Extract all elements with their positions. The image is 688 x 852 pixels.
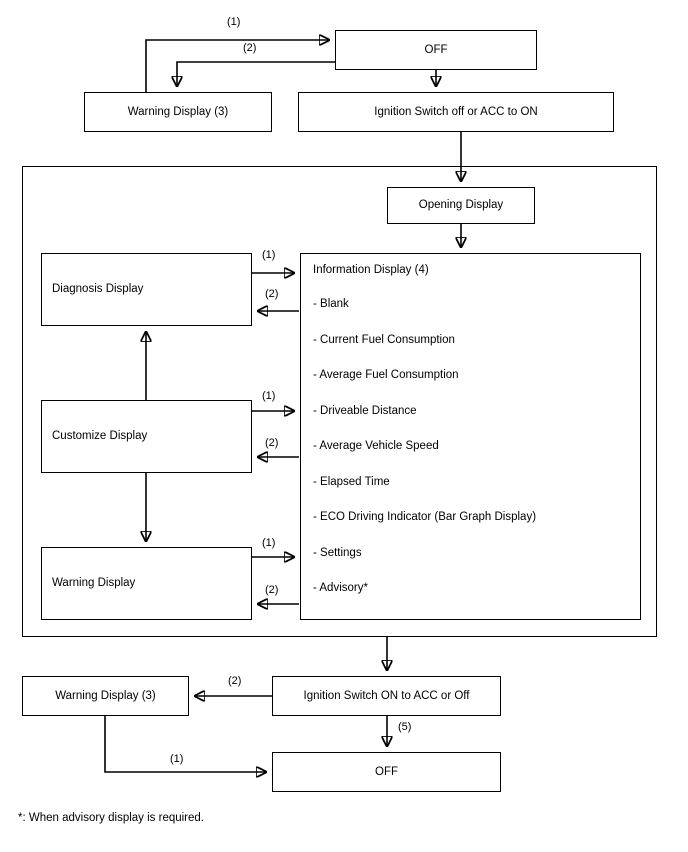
edge-label-diagnosis-1: (1) — [262, 249, 276, 261]
node-diagnosis-display-label: Diagnosis Display — [52, 283, 144, 296]
node-opening-display-label: Opening Display — [418, 199, 504, 212]
edge-label-bottom-5: (5) — [398, 721, 412, 733]
edge-label-top-1: (1) — [227, 16, 241, 28]
edge-label-customize-1: (1) — [262, 390, 276, 402]
node-warning-display-label: Warning Display — [52, 577, 136, 590]
list-item: - Advisory* — [313, 582, 368, 594]
list-item: - Current Fuel Consumption — [313, 333, 455, 346]
node-customize-display-label: Customize Display — [52, 430, 148, 443]
edge-label-customize-2: (2) — [265, 437, 279, 449]
list-item: - Settings — [313, 546, 362, 559]
list-item: - Average Vehicle Speed — [313, 440, 439, 452]
footnote-advisory: *: When advisory display is required. — [18, 812, 204, 824]
node-top-warning-display-3-label: Warning Display (3) — [127, 105, 229, 118]
node-bottom-off[interactable]: OFF — [272, 752, 501, 792]
edge-label-top-2: (2) — [243, 42, 257, 54]
list-item: - Average Fuel Consumption — [313, 369, 459, 381]
edge-label-diagnosis-2: (2) — [265, 288, 279, 300]
node-warning-display[interactable]: Warning Display — [41, 547, 252, 620]
node-customize-display[interactable]: Customize Display — [41, 400, 252, 473]
information-display-title: Information Display (4) — [313, 264, 429, 276]
node-bottom-warning-display-3-label: Warning Display (3) — [55, 689, 156, 702]
node-information-display[interactable]: Information Display (4) - Blank - Curren… — [300, 253, 641, 620]
list-item: - Blank — [313, 298, 349, 310]
list-item: - ECO Driving Indicator (Bar Graph Displ… — [313, 511, 537, 523]
node-bottom-ignition-switch[interactable]: Ignition Switch ON to ACC or Off — [272, 676, 501, 716]
edge-label-warning-1: (1) — [262, 537, 276, 549]
node-bottom-warning-display-3[interactable]: Warning Display (3) — [22, 676, 189, 716]
edge-label-bottom-1: (1) — [170, 753, 184, 765]
node-opening-display[interactable]: Opening Display — [387, 187, 535, 224]
list-item: - Driveable Distance — [313, 404, 417, 417]
edge-label-bottom-2: (2) — [228, 675, 242, 687]
node-bottom-ignition-switch-label: Ignition Switch ON to ACC or Off — [303, 689, 470, 702]
node-top-ignition-switch-label: Ignition Switch off or ACC to ON — [374, 105, 538, 118]
node-top-ignition-switch[interactable]: Ignition Switch off or ACC to ON — [298, 92, 614, 132]
information-display-group-container — [22, 166, 657, 637]
node-top-off-label: OFF — [424, 43, 448, 56]
wire-off-to-warning3 — [177, 61, 335, 86]
node-bottom-off-label: OFF — [375, 765, 398, 778]
node-top-warning-display-3[interactable]: Warning Display (3) — [84, 92, 272, 132]
wire-bottom-warning3-to-off — [104, 716, 266, 772]
edge-label-warning-2: (2) — [265, 584, 279, 596]
node-top-off[interactable]: OFF — [335, 30, 537, 70]
list-item: - Elapsed Time — [313, 475, 390, 488]
information-display-list: - Blank - Current Fuel Consumption - Ave… — [313, 298, 640, 618]
node-diagnosis-display[interactable]: Diagnosis Display — [41, 253, 252, 326]
